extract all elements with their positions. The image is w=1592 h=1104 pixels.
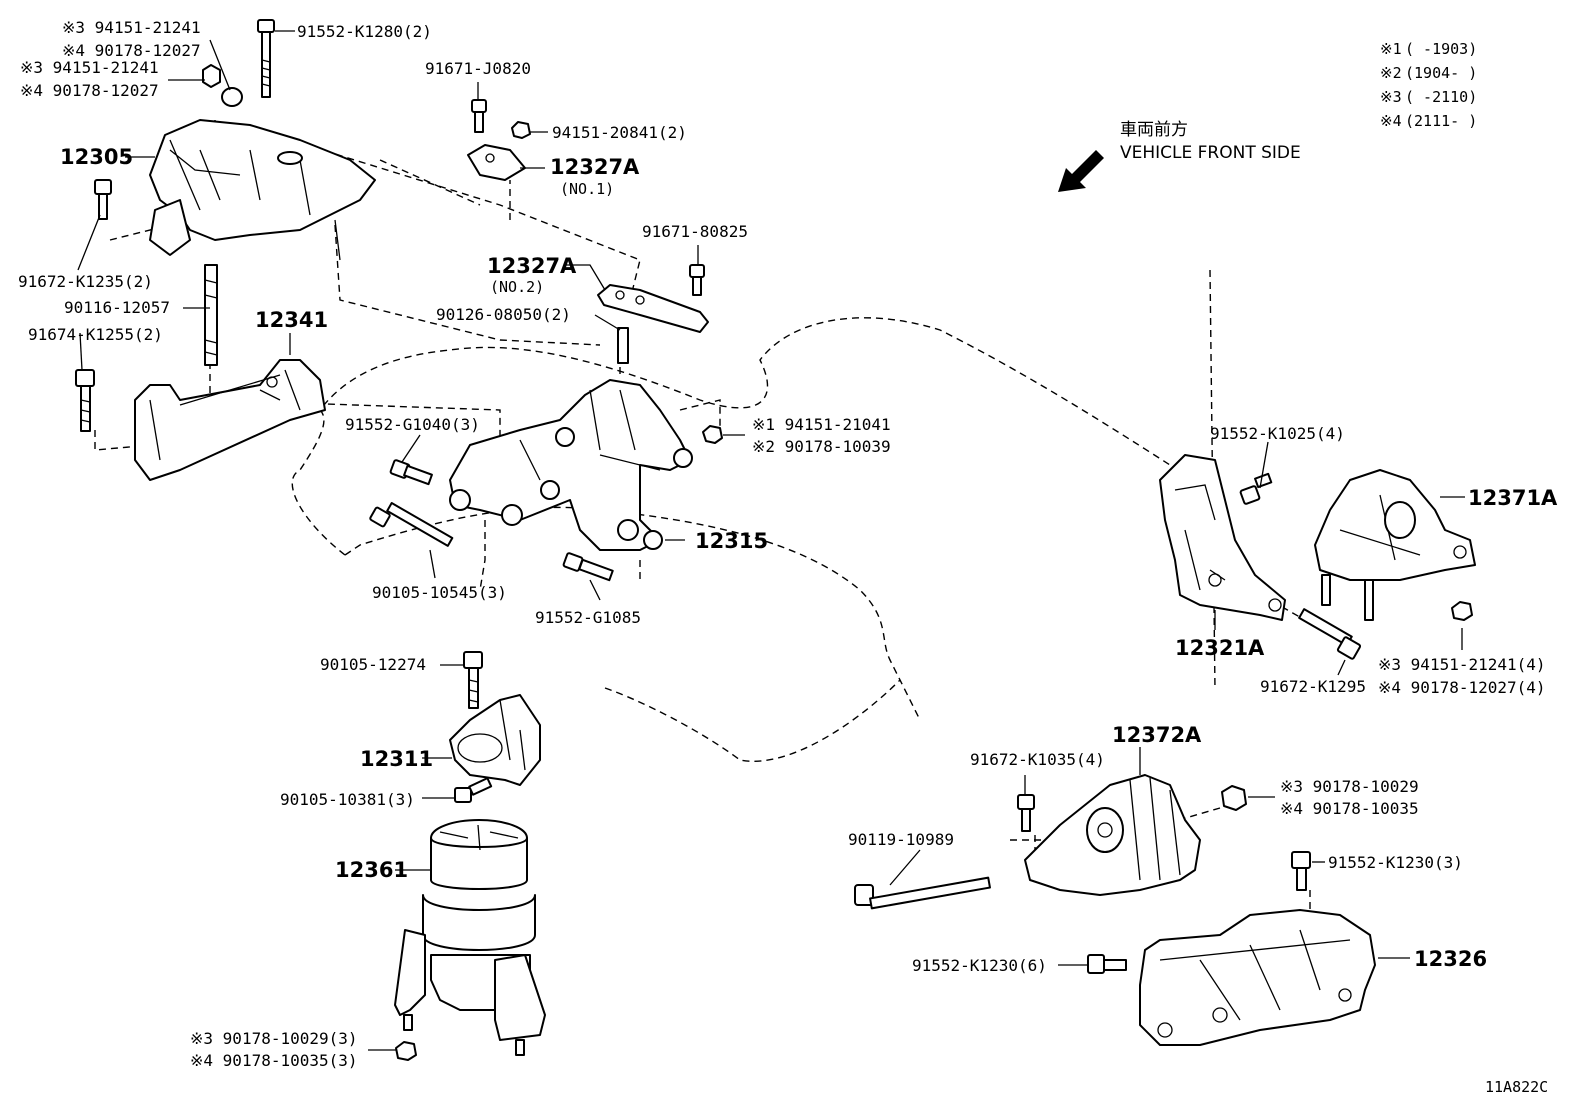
- label-12327A-no2: 12327A: [487, 254, 577, 278]
- part-12361-mount: [394, 819, 546, 1056]
- direction-jp: 車両前方: [1120, 120, 1188, 140]
- vehicle-front-arrow: [1058, 150, 1104, 192]
- label-91671-J0820: 91671-J0820: [425, 59, 531, 78]
- legend-block: ※1 ( -1903) ※2 (1904- ) ※3 ( -2110) ※4 (…: [1380, 40, 1477, 130]
- nut-94151-21241-r: [1451, 601, 1473, 621]
- label-90105-10545: 90105-10545(3): [372, 583, 507, 602]
- label-90178-12027-4: ※4 90178-12027(4): [1378, 678, 1546, 697]
- nut-90178-10029-r: [1221, 785, 1247, 811]
- label-91552-G1040: 91552-G1040(3): [345, 415, 480, 434]
- label-90178-10035-3: ※4 90178-10035(3): [190, 1051, 358, 1070]
- label-12305: 12305: [60, 145, 133, 169]
- label-12341: 12341: [255, 308, 328, 332]
- label-91672-K1235: 91672-K1235(2): [18, 272, 153, 291]
- bolt-90105-10381: [454, 777, 493, 803]
- part-12311-bracket: [449, 694, 541, 786]
- label-12371A: 12371A: [1468, 486, 1558, 510]
- legend-mark-4: ※4: [1380, 112, 1402, 130]
- label-94151-21041: ※1 94151-21041: [752, 415, 891, 434]
- bolt-91552-G1040: [389, 459, 433, 486]
- nut-94151-21241: [202, 64, 243, 107]
- bolt-91552-G1085: [562, 552, 614, 582]
- label-12327A-no1: 12327A: [550, 155, 640, 179]
- label-91552-K1230-3: 91552-K1230(3): [1328, 853, 1463, 872]
- label-94151-21241-b: ※3 94151-21241: [20, 58, 159, 77]
- label-90119-10989: 90119-10989: [848, 830, 954, 849]
- part-12341-bracket: [134, 359, 326, 481]
- bolt-91672-K1295: [1298, 608, 1362, 660]
- label-90178-12027-a: ※4 90178-12027: [62, 41, 201, 60]
- bolt-91674-K1255: [75, 369, 95, 432]
- bolt-91672-K1235: [94, 179, 112, 220]
- legend-range-1: ( -1903): [1405, 40, 1477, 58]
- label-90178-12027-b: ※4 90178-12027: [20, 81, 159, 100]
- stud-90126-08050: [617, 327, 629, 364]
- nut-94151-20841: [511, 121, 531, 139]
- bolt-91552-K1025: [1239, 472, 1273, 505]
- label-91672-K1295: 91672-K1295: [1260, 677, 1366, 696]
- legend-range-4: (2111- ): [1405, 112, 1477, 130]
- label-91672-K1035: 91672-K1035(4): [970, 750, 1105, 769]
- label-12321A: 12321A: [1175, 636, 1265, 660]
- bolt-91671-80825: [689, 264, 705, 296]
- part-12321A-bracket: [1159, 454, 1286, 621]
- engine-outline: [291, 317, 1171, 556]
- legend-range-2: (1904- ): [1405, 64, 1477, 82]
- part-12371A-mount: [1314, 469, 1476, 621]
- label-90126-08050: 90126-08050(2): [436, 305, 571, 324]
- bolt-91671-J0820: [471, 99, 487, 133]
- label-90105-12274: 90105-12274: [320, 655, 426, 674]
- bolt-91552-K1230-6: [1087, 954, 1127, 974]
- label-12372A: 12372A: [1112, 723, 1202, 747]
- bolt-90119-10989: [854, 876, 991, 910]
- part-12326-bracket: [1139, 909, 1376, 1046]
- diagram-code: 11A822C: [1485, 1078, 1548, 1096]
- label-91674-K1255: 91674-K1255(2): [28, 325, 163, 344]
- label-94151-21241-4: ※3 94151-21241(4): [1378, 655, 1546, 674]
- label-12311: 12311: [360, 747, 433, 771]
- nut-90178-10029: [395, 1041, 417, 1061]
- part-12327A-no2-bracket: [597, 284, 709, 333]
- label-no1: (NO.1): [560, 180, 614, 198]
- part-12327A-no1-bracket: [467, 144, 526, 181]
- label-90178-10029-3: ※3 90178-10029(3): [190, 1029, 358, 1048]
- stud-90116-12057: [204, 264, 218, 366]
- label-90178-10029: ※3 90178-10029: [1280, 777, 1419, 796]
- legend-range-3: ( -2110): [1405, 88, 1477, 106]
- label-no2: (NO.2): [490, 278, 544, 296]
- part-12305-mount: [149, 119, 376, 261]
- label-91671-80825: 91671-80825: [642, 222, 748, 241]
- label-12361: 12361: [335, 858, 408, 882]
- nut-94151-21041: [702, 425, 723, 444]
- label-91552-K1280: 91552-K1280(2): [297, 22, 432, 41]
- bolt-91552-K1280: [257, 19, 275, 98]
- bolt-90105-10545: [369, 502, 454, 547]
- bolt-91552-K1230-3: [1291, 851, 1311, 891]
- label-91552-K1230-6: 91552-K1230(6): [912, 956, 1047, 975]
- label-94151-21241-a: ※3 94151-21241: [62, 18, 201, 37]
- legend-mark-2: ※2: [1380, 64, 1402, 82]
- bolt-91672-K1035: [1017, 794, 1035, 832]
- label-94151-20841: 94151-20841(2): [552, 123, 687, 142]
- label-90178-10035: ※4 90178-10035: [1280, 799, 1419, 818]
- label-12315: 12315: [695, 529, 768, 553]
- legend-mark-1: ※1: [1380, 40, 1402, 58]
- bolt-90105-12274: [463, 651, 483, 709]
- legend-mark-3: ※3: [1380, 88, 1402, 106]
- label-90105-10381: 90105-10381(3): [280, 790, 415, 809]
- label-12326: 12326: [1414, 947, 1487, 971]
- label-91552-K1025: 91552-K1025(4): [1210, 424, 1345, 443]
- label-91552-G1085: 91552-G1085: [535, 608, 641, 627]
- direction-en: VEHICLE FRONT SIDE: [1120, 143, 1301, 163]
- label-90116-12057: 90116-12057: [64, 298, 170, 317]
- part-12372A-mount: [1024, 774, 1201, 896]
- part-12315-bracket: [449, 379, 693, 551]
- label-90178-10039: ※2 90178-10039: [752, 437, 891, 456]
